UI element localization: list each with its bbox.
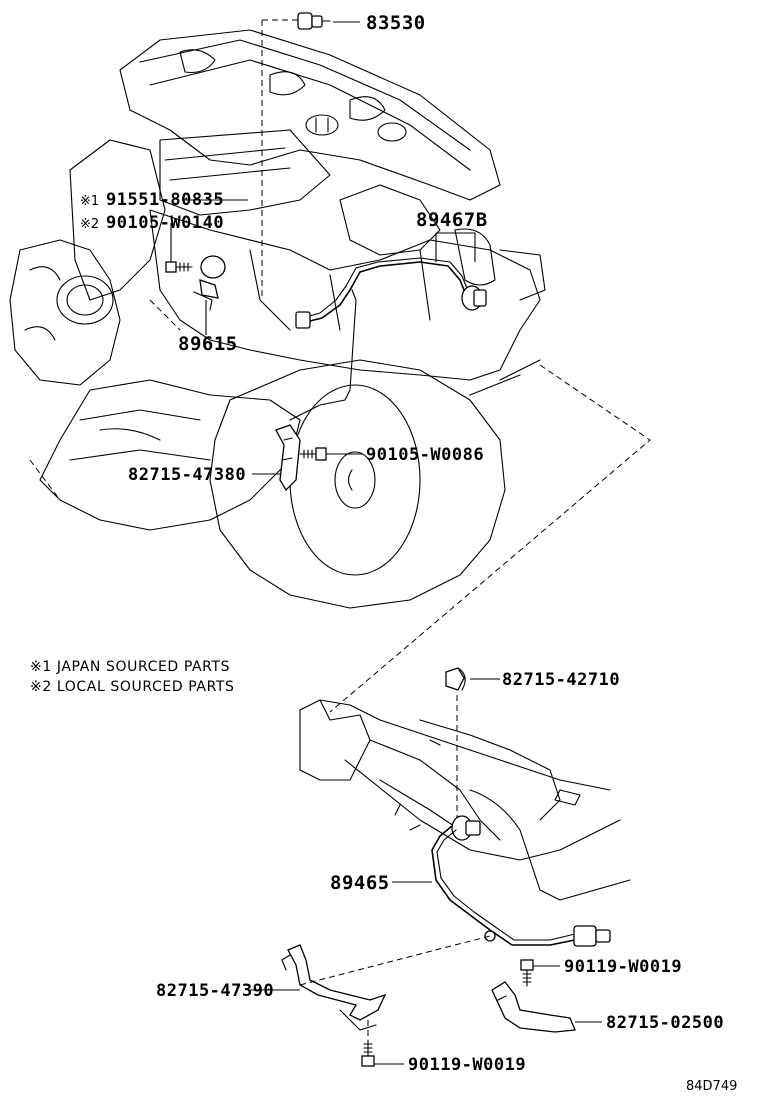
label-82715-47380: 82715-47380 [128, 465, 246, 485]
bolt-90105-w0140-part [165, 261, 193, 273]
bracket-82715-02500-part [491, 981, 576, 1033]
bracket-82715-47390-part [281, 944, 387, 1031]
legend-line-2: ※2 LOCAL SOURCED PARTS [30, 679, 235, 695]
knock-sensor-part [193, 255, 226, 311]
mark-2: ※2 [80, 217, 99, 232]
bolt-90105-w0086-part [299, 447, 327, 461]
label-89615: 89615 [178, 333, 238, 355]
oxygen-sensor-89467b-part [289, 257, 487, 421]
label-83530: 83530 [366, 12, 426, 34]
label-82715-02500: 82715-02500 [606, 1013, 724, 1033]
label-90119-w0019-upper: 90119-W0019 [564, 957, 682, 977]
bolt-90119-w0019-upper-part [520, 959, 534, 987]
engine-assembly-drawing [9, 19, 546, 609]
clamp-82715-42710-part [445, 667, 466, 691]
label-90105-w0140: 90105-W0140 [106, 213, 224, 233]
label-82715-42710: 82715-42710 [502, 670, 620, 690]
label-90119-w0019-lower: 90119-W0019 [408, 1055, 526, 1075]
label-91551-80835: 91551-80835 [106, 190, 224, 210]
label-90105-w0086: 90105-W0086 [366, 445, 484, 465]
bracket-82715-47380-part [275, 424, 301, 492]
mark-1: ※1 [80, 194, 99, 209]
legend-line-1: ※1 JAPAN SOURCED PARTS [30, 659, 230, 675]
oxygen-sensor-89465-part [431, 815, 611, 947]
label-82715-47390: 82715-47390 [156, 981, 274, 1001]
label-89465: 89465 [330, 872, 390, 894]
converter-assembly-drawing [299, 699, 631, 901]
figure-code: 84D749 [686, 1079, 737, 1094]
oil-pressure-switch-part [297, 12, 331, 30]
label-89467b: 89467B [416, 209, 488, 231]
bolt-90119-w0019-lower-part [361, 1039, 375, 1067]
